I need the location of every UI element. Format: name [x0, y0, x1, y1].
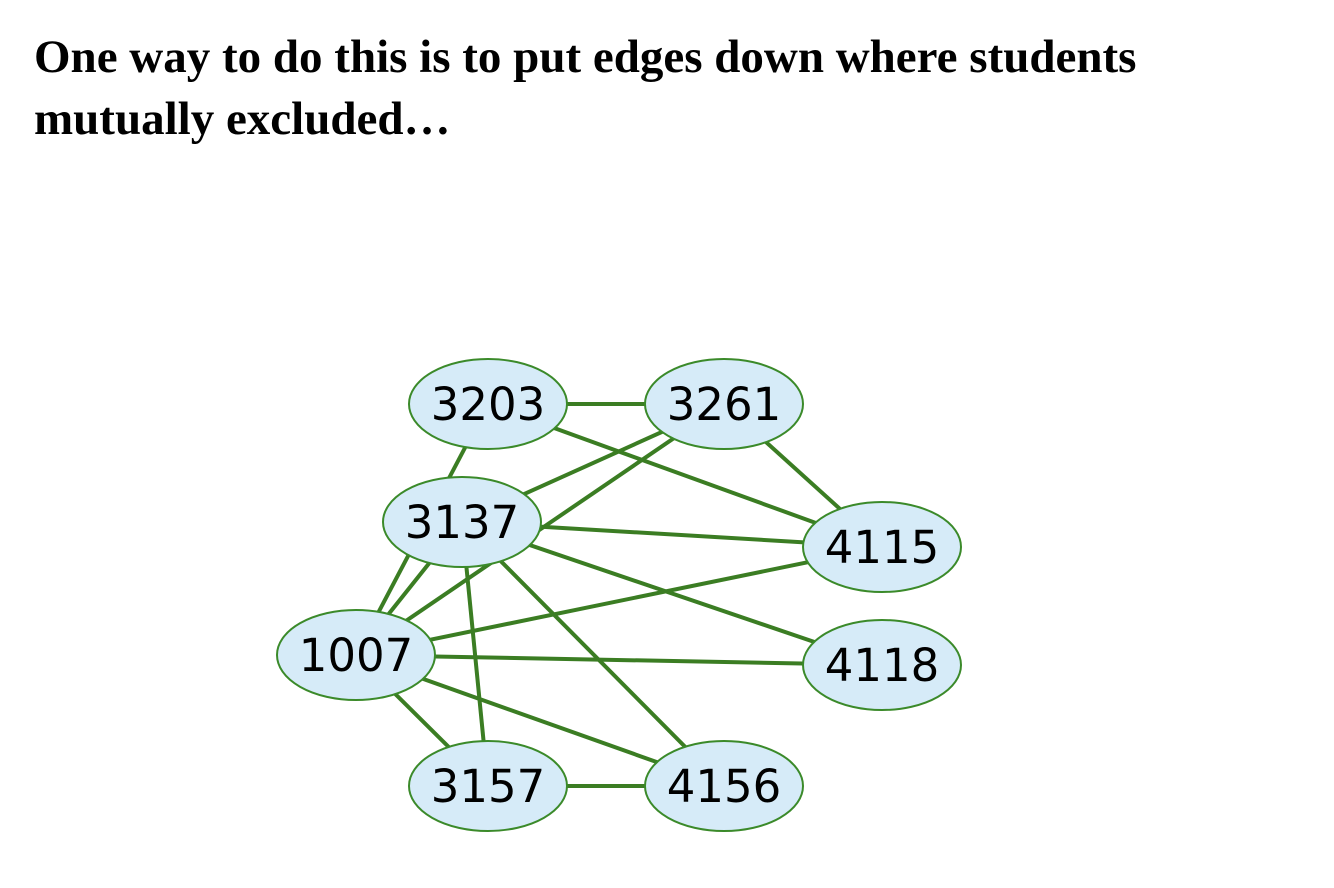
node-label-4115: 4115: [825, 521, 940, 574]
node-3157: 3157: [408, 740, 568, 832]
node-ellipse-1007: [276, 609, 436, 701]
slide-title: One way to do this is to put edges down …: [34, 26, 1314, 150]
node-ellipse-4115: [802, 501, 962, 593]
node-label-3261: 3261: [667, 378, 782, 431]
node-label-3157: 3157: [431, 760, 546, 813]
node-ellipse-3157: [408, 740, 568, 832]
node-ellipse-4118: [802, 619, 962, 711]
node-ellipse-3203: [408, 358, 568, 450]
graph-nodes: 3203 3261 3137 4115 1007 4118 3157 4156: [276, 358, 962, 832]
node-3137: 3137: [382, 476, 542, 568]
node-label-1007: 1007: [299, 629, 414, 682]
graph-edges: [354, 402, 884, 788]
node-label-4156: 4156: [667, 760, 782, 813]
node-1007: 1007: [276, 609, 436, 701]
edge-3137-4156: [460, 520, 726, 788]
node-label-4118: 4118: [825, 639, 940, 692]
node-4118: 4118: [802, 619, 962, 711]
edge-3137-4118: [461, 520, 883, 667]
node-ellipse-3261: [644, 358, 804, 450]
node-4115: 4115: [802, 501, 962, 593]
edge-1007-4118: [355, 653, 883, 667]
node-label-3203: 3203: [431, 378, 546, 431]
slide-title-line-2: mutually excluded…: [34, 93, 451, 145]
node-4156: 4156: [644, 740, 804, 832]
node-label-3137: 3137: [405, 496, 520, 549]
node-ellipse-4156: [644, 740, 804, 832]
node-ellipse-3137: [382, 476, 542, 568]
edge-1007-4115: [355, 545, 883, 657]
slide-title-line-1: One way to do this is to put edges down …: [34, 31, 1137, 83]
node-3261: 3261: [644, 358, 804, 450]
node-3203: 3203: [408, 358, 568, 450]
